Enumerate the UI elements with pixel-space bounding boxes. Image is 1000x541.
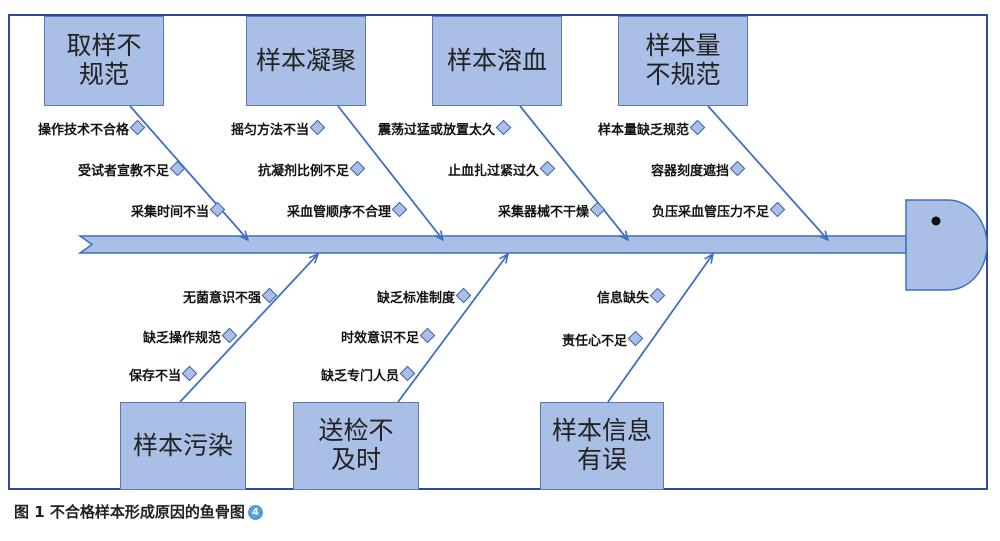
- cause-label: 抗凝剂比例不足: [257, 164, 349, 179]
- fish-eye: [931, 216, 941, 226]
- category-box-bottom-2: 样本信息 有误: [540, 402, 664, 490]
- cause-label: 信息缺失: [596, 291, 649, 306]
- cause-label: 保存不当: [128, 369, 181, 384]
- cause-label: 缺乏专门人员: [320, 369, 399, 384]
- bone-top-1: [337, 105, 443, 240]
- bone-bottom-2: [607, 254, 713, 403]
- cause-label: 无菌意识不强: [182, 291, 261, 306]
- cause-label: 受试者宣教不足: [77, 164, 169, 179]
- category-box-top-3: 样本量 不规范: [618, 16, 748, 106]
- category-box-top-1: 样本凝聚: [246, 16, 366, 106]
- category-box-bottom-1: 送检不 及时: [293, 402, 419, 490]
- cause-label: 采集时间不当: [130, 205, 209, 220]
- cause-label: 操作技术不合格: [37, 123, 129, 138]
- bone-top-0: [129, 105, 248, 240]
- bone-bottom-0: [179, 254, 318, 403]
- cause-label: 震荡过猛或放置太久: [377, 123, 495, 138]
- cause-label: 止血扎过紧过久: [447, 164, 539, 179]
- cause-label: 负压采血管压力不足: [651, 205, 769, 220]
- cause-label: 摇匀方法不当: [230, 123, 309, 138]
- bone-bottom-1: [397, 254, 508, 403]
- category-box-top-2: 样本溶血: [432, 16, 562, 106]
- cause-label: 责任心不足: [561, 334, 627, 349]
- spine: [77, 235, 907, 254]
- cause-label: 样本量缺乏规范: [597, 123, 689, 138]
- fish-head: [905, 199, 988, 291]
- category-box-top-0: 取样不 规范: [44, 16, 164, 106]
- reference-badge-icon: 4: [247, 505, 263, 520]
- cause-label: 缺乏标准制度: [376, 291, 455, 306]
- fishbone-diagram: [77, 105, 988, 403]
- caption-text: 图 1 不合格样本形成原因的鱼骨图: [14, 503, 245, 521]
- bone-top-3: [707, 105, 828, 240]
- cause-label: 采集器械不干燥: [497, 205, 589, 220]
- cause-label: 缺乏操作规范: [142, 331, 221, 346]
- cause-label: 容器刻度遮挡: [650, 164, 729, 179]
- category-box-bottom-0: 样本污染: [120, 402, 246, 490]
- bone-top-2: [519, 105, 628, 240]
- cause-label: 时效意识不足: [340, 331, 419, 346]
- cause-label: 采血管顺序不合理: [286, 205, 391, 220]
